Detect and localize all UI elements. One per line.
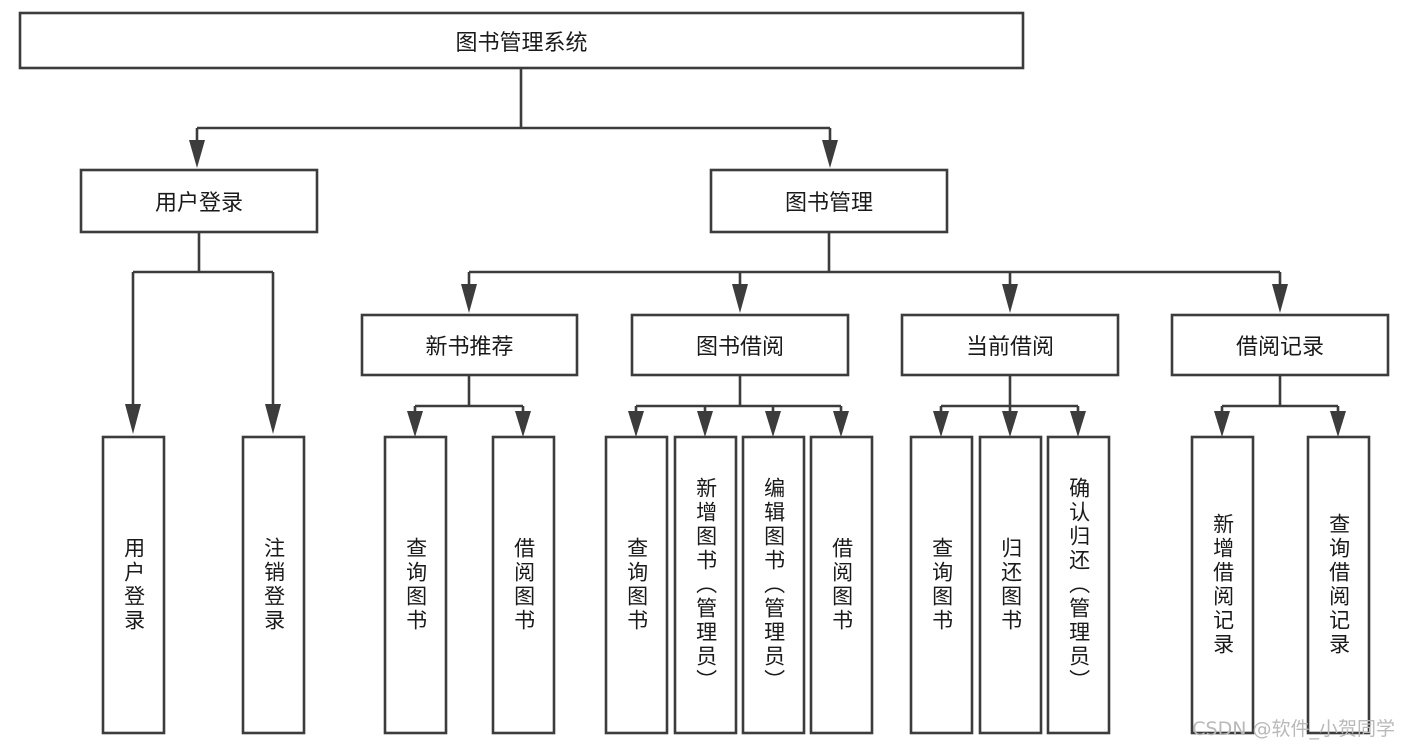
leaf-box-nb-borrow-book[interactable]: [491, 435, 556, 735]
node-borrow-record-box[interactable]: [1170, 313, 1390, 377]
leaf-box-nb-query-book[interactable]: [383, 435, 448, 735]
node-current-borrow-box[interactable]: [900, 313, 1120, 377]
node-root-box[interactable]: [18, 11, 1025, 70]
arrowhead-leaf-user-logout: [265, 404, 281, 434]
arrowhead-to-new-book: [461, 284, 477, 313]
node-book-manage-box[interactable]: [709, 168, 949, 234]
arrowhead-to-book-borrow: [732, 284, 748, 313]
node-book-borrow-box[interactable]: [630, 313, 850, 377]
leaf-box-cb-query-book[interactable]: [909, 435, 974, 735]
arrowhead-newbook-leaf-2: [515, 411, 531, 437]
arrowhead-bb-leaf-1: [628, 411, 644, 437]
leaf-box-user-login[interactable]: [101, 435, 166, 735]
node-new-book-box[interactable]: [360, 313, 579, 377]
csdn-watermark: CSDN @软件_小贺同学: [1192, 718, 1395, 740]
arrowhead-cb-leaf-1: [933, 411, 949, 437]
arrowhead-cb-leaf-2: [1002, 411, 1018, 437]
node-user-login-box[interactable]: [79, 168, 319, 234]
arrowhead-bb-leaf-4: [833, 411, 849, 437]
arrowhead-to-borrow-record: [1272, 284, 1288, 313]
arrowhead-leaf-user-login: [125, 404, 141, 434]
arrowhead-newbook-leaf-1: [407, 411, 423, 437]
leaf-box-br-query-record[interactable]: [1306, 435, 1371, 735]
arrowhead-bb-leaf-3: [765, 411, 781, 437]
arrowhead-to-book-manage: [822, 140, 838, 168]
leaf-box-cb-confirm-return[interactable]: [1046, 435, 1111, 735]
arrowhead-br-leaf-2: [1330, 411, 1346, 437]
arrowhead-br-leaf-1: [1214, 411, 1230, 437]
leaf-box-cb-return-book[interactable]: [978, 435, 1043, 735]
arrowhead-to-current-borrow: [1002, 284, 1018, 313]
leaf-box-bb-query-book[interactable]: [604, 435, 669, 735]
arrowhead-to-user-login: [189, 140, 205, 168]
arrowhead-cb-leaf-3: [1070, 411, 1086, 437]
arrowhead-bb-leaf-2: [697, 411, 713, 437]
leaf-box-br-add-record[interactable]: [1190, 435, 1255, 735]
leaf-box-user-logout[interactable]: [241, 435, 306, 735]
leaf-box-bb-edit-book[interactable]: [741, 435, 806, 735]
leaf-box-bb-add-book[interactable]: [673, 435, 738, 735]
leaf-box-bb-borrow-book[interactable]: [809, 435, 874, 735]
